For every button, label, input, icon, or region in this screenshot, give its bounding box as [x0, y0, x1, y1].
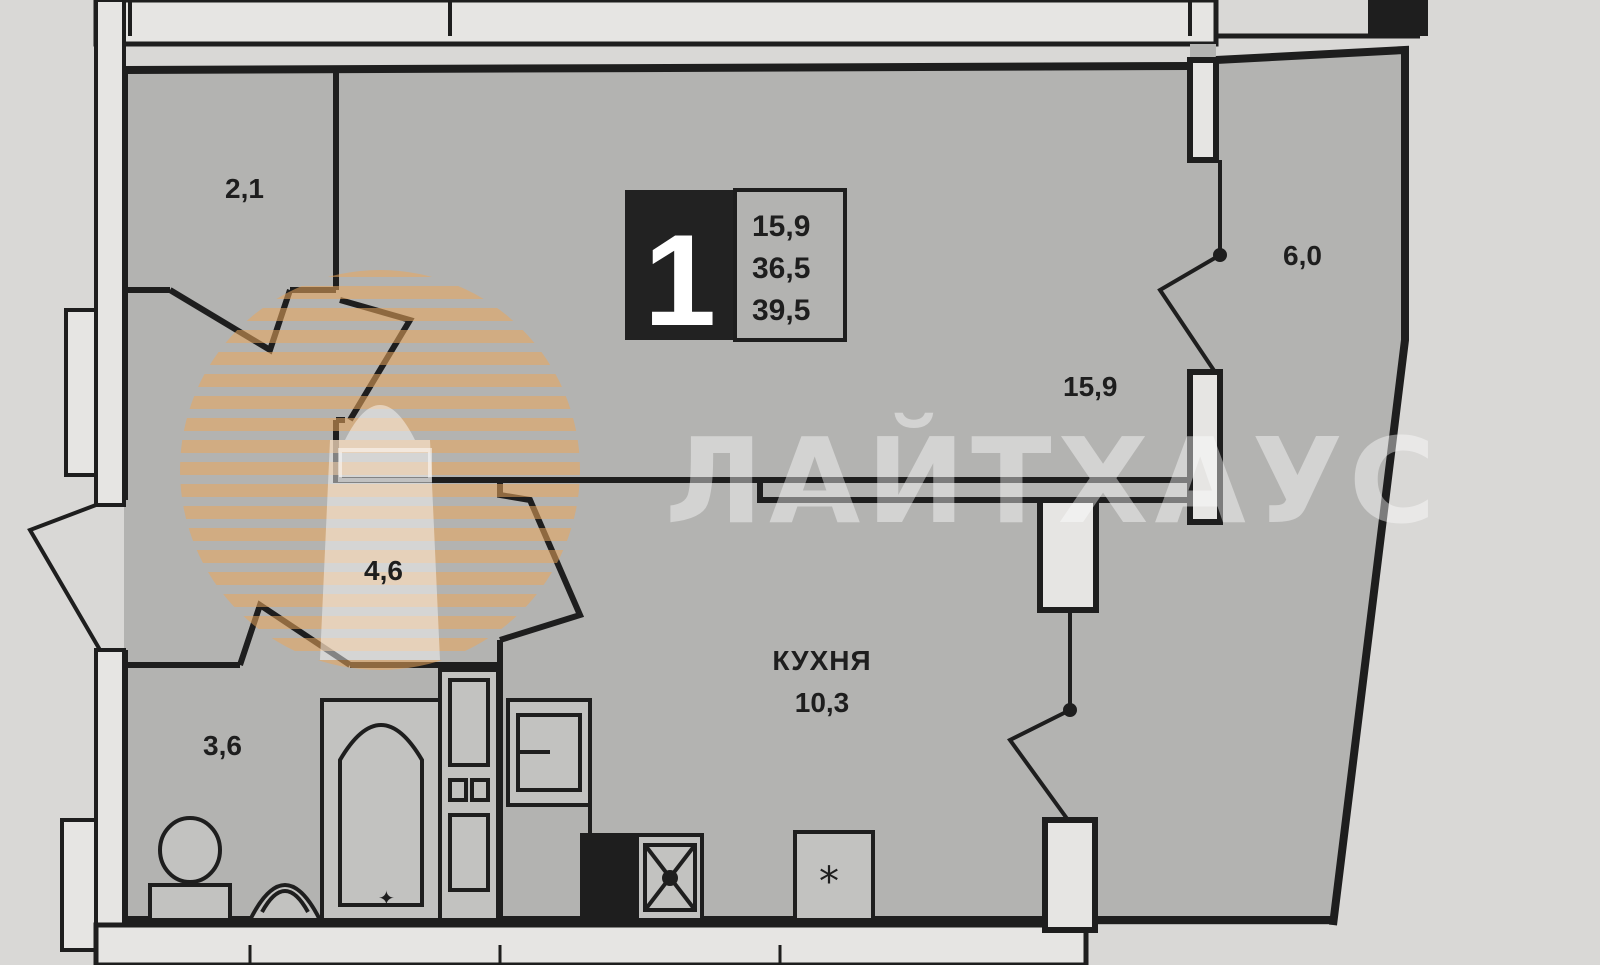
living-area-value: 15,9 [752, 210, 810, 243]
storage-area-label: 2,1 [225, 173, 264, 204]
svg-text:✦: ✦ [378, 886, 395, 910]
left-facade-wall [94, 0, 126, 507]
entrance-door [27, 503, 102, 652]
living-room-area-label: 15,9 [1063, 371, 1118, 402]
bathroom-cabinet [438, 668, 500, 922]
watermark-logo [180, 270, 580, 670]
hallway-area-label: 4,6 [364, 555, 403, 586]
refrigerator: * [793, 830, 875, 922]
top-neighbor-wall [93, 0, 1428, 47]
kitchen-counter [506, 698, 704, 922]
left-facade-wall-lower [94, 648, 126, 952]
bathtub: ✦ [320, 698, 442, 922]
balcony-door-upper [1157, 160, 1227, 374]
rooms-count: 1 [644, 207, 716, 353]
bathroom-sink [246, 883, 324, 922]
bottom-neighbor-wall [93, 922, 1089, 965]
svg-text:*: * [819, 859, 839, 905]
bathroom-area-label: 3,6 [203, 730, 242, 761]
total-area-value: 36,5 [752, 252, 810, 285]
kitchen-area-label: 10,3 [795, 687, 850, 718]
balcony-door-lower [1006, 610, 1077, 822]
toilet [148, 816, 232, 922]
window-left [64, 308, 98, 477]
watermark-text: ЛАЙТХАУС [665, 412, 1441, 550]
kitchen-label: КУХНЯ [772, 645, 871, 676]
room-count-badge: 1 15,9 36,5 39,5 [625, 188, 847, 353]
total-area-with-balcony-value: 39,5 [752, 294, 810, 327]
window-left-lower [60, 818, 98, 952]
balcony-area-label: 6,0 [1283, 240, 1322, 271]
